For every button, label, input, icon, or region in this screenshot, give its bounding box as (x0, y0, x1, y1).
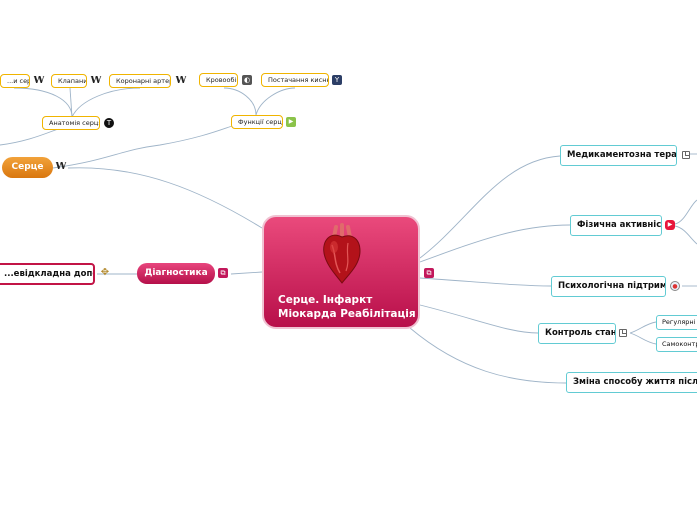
topic-heart-anatomy[interactable]: Анатомія серця (42, 116, 100, 130)
topic-emergency-care[interactable]: ...евідкладна допомога (0, 263, 95, 285)
topic-valves[interactable]: Клапани (51, 74, 87, 88)
link-icon[interactable]: Y (332, 75, 342, 85)
wikipedia-icon[interactable]: W (55, 162, 67, 172)
attachment-icon[interactable]: ⧉ (424, 268, 434, 278)
wikipedia-icon[interactable]: W (90, 76, 102, 86)
topic-drug-therapy[interactable]: Медикаментозна терапія (560, 145, 677, 166)
note-icon[interactable] (682, 151, 690, 159)
media-icon[interactable]: ◐ (242, 75, 252, 85)
topic-regular-checkups[interactable]: Регулярні об... (656, 315, 697, 330)
topic-heart-functions[interactable]: Функції серця (231, 115, 283, 129)
wikipedia-icon[interactable]: W (33, 76, 45, 86)
topic-oxygen-supply[interactable]: Постачання кисню (261, 73, 329, 87)
topic-condition-control[interactable]: Контроль стану (538, 323, 616, 344)
wikipedia-icon[interactable]: W (175, 76, 187, 86)
globe-icon[interactable]: ● (670, 281, 680, 291)
topic-physical-activity[interactable]: Фізична активність (570, 215, 662, 236)
topic-heart[interactable]: Серце (2, 157, 53, 178)
central-title: Серце. Інфаркт Міокарда Реабілітація (278, 294, 416, 320)
topic-heart-parts[interactable]: ...и серця (0, 74, 30, 88)
note-icon[interactable] (619, 329, 627, 337)
topic-self-control[interactable]: Самоконтро... (656, 337, 697, 352)
topic-circulation[interactable]: Кровообіг (199, 73, 238, 87)
topic-diagnostics[interactable]: Діагностика (137, 263, 215, 284)
video-icon[interactable]: ▶ (286, 117, 296, 127)
central-topic[interactable]: Серце. Інфаркт Міокарда Реабілітація (262, 215, 420, 329)
topic-lifestyle-change[interactable]: Зміна способу життя після інф... (566, 372, 697, 393)
topic-psychological-support[interactable]: Психологічна підтримка (551, 276, 666, 297)
info-icon[interactable]: T (104, 118, 114, 128)
youtube-icon[interactable]: ▶ (665, 220, 675, 230)
topic-coronary-arteries[interactable]: Коронарні артерії (109, 74, 171, 88)
move-icon[interactable]: ✥ (100, 268, 110, 278)
heart-icon (323, 223, 361, 284)
attachment-icon[interactable]: ⧉ (218, 268, 228, 278)
